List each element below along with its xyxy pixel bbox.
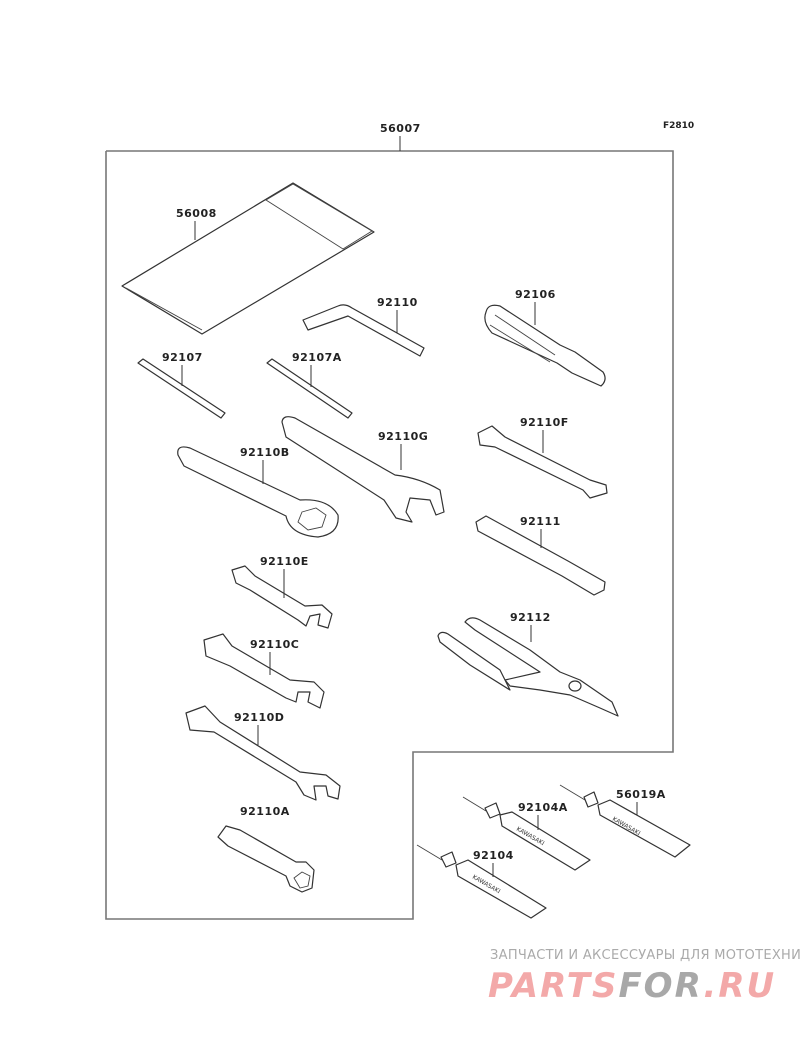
ring-wrench[interactable] [177,446,339,538]
part-label-wrench-e: 92110E [260,555,309,568]
kit-frame [105,150,674,920]
part-label-wrench-c: 92110C [250,638,299,651]
part-label-spoke-wrench: 92110F [520,416,569,429]
watermark-tagline: ЗАПЧАСТИ И АКСЕССУАРЫ ДЛЯ МОТОТЕХНИКИ [490,948,800,963]
wrench-d[interactable] [185,705,341,801]
hex-wrench[interactable] [302,304,425,357]
part-label-hex-wrench: 92110 [377,296,418,309]
pliers[interactable] [437,617,619,717]
watermark-logo: PARTSFOR.RU [488,966,776,1006]
spoke-wrench[interactable] [477,425,608,499]
bit-92107a[interactable] [266,358,353,419]
part-label-extension-bar: 92111 [520,515,561,528]
wrench-e[interactable] [231,565,333,629]
part-label-bond-b: 56019A [616,788,666,801]
extension-bar[interactable] [475,515,606,596]
part-label-bit-a: 92107 [162,351,203,364]
part-label-ring-wrench: 92110B [240,446,290,459]
part-label-bond-c: 92104 [473,849,514,862]
open-wrench-large[interactable] [281,416,445,523]
kit-label: 56007 [380,122,421,135]
part-label-tool-bag: 56008 [176,207,217,220]
figure-code: F2810 [663,121,695,131]
watermark-logo-for: FOR [618,966,704,1006]
part-label-open-wrench: 92110G [378,430,428,443]
screwdriver-handle[interactable] [484,304,606,387]
part-label-pliers: 92112 [510,611,551,624]
wrench-c[interactable] [203,633,325,709]
plug-wrench[interactable] [217,825,315,893]
watermark-logo-ru: .RU [703,966,777,1006]
part-label-wrench-d: 92110D [234,711,284,724]
part-label-screwdriver-handle: 92106 [515,288,556,301]
part-label-bond-a: 92104A [518,801,568,814]
part-label-plug-wrench: 92110A [240,805,290,818]
part-label-bit-b: 92107A [292,351,342,364]
bit-92107[interactable] [137,358,226,419]
watermark-logo-parts: PARTS [488,966,619,1006]
tool-bag[interactable] [121,182,375,335]
